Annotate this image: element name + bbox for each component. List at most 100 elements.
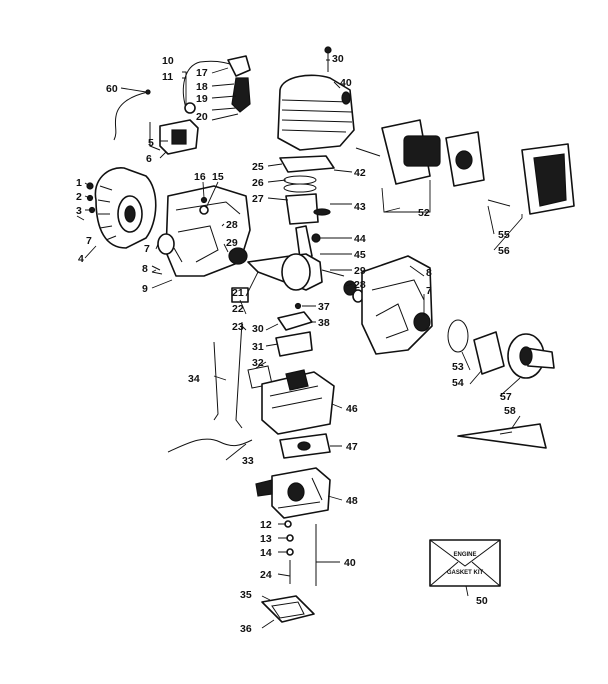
label-8-right: 8: [426, 267, 432, 279]
label-23: 23: [232, 321, 244, 333]
label-36: 36: [240, 623, 252, 635]
spark-plug-wire: [182, 60, 237, 109]
wire-end: [145, 89, 151, 95]
label-27: 27: [252, 193, 264, 205]
piston: [285, 193, 319, 225]
label-43: 43: [354, 201, 366, 213]
label-56: 56: [498, 245, 510, 257]
label-50: 50: [476, 595, 488, 607]
flywheel-fins: [97, 185, 117, 241]
label-26: 26: [252, 177, 264, 189]
label-32: 32: [252, 357, 264, 369]
carb-lever: [255, 479, 273, 497]
bearing-28: [343, 280, 357, 296]
label-29-left: 29: [226, 237, 238, 249]
gasket-kit-envelope: ENGINE GASKET KIT: [429, 539, 501, 587]
label-28-right: 28: [354, 279, 366, 291]
carb-detail: [277, 477, 323, 509]
fuel-line: [167, 438, 253, 453]
label-9-left: 9: [142, 283, 148, 295]
carb-bore: [287, 482, 305, 502]
label-29-right: 29: [354, 265, 366, 277]
drum-hub: [519, 346, 533, 366]
label-20: 20: [196, 111, 208, 123]
label-7-case: 7: [144, 243, 150, 255]
label-52: 52: [418, 207, 430, 219]
label-7-right: 7: [426, 285, 432, 297]
label-54: 54: [452, 377, 464, 389]
air-filter-plate: [261, 595, 315, 623]
label-16: 16: [194, 171, 206, 183]
label-33: 33: [242, 455, 254, 467]
label-60: 60: [106, 83, 118, 95]
label-21: 21: [232, 287, 244, 299]
screw-38: [324, 46, 332, 54]
envelope-flap: [429, 539, 501, 587]
muffler-stud: [355, 147, 511, 207]
air-filter-detail: [271, 601, 305, 619]
piston-ring: [283, 175, 317, 185]
spark-plug-boot: [227, 55, 251, 77]
tank-detail: [269, 385, 323, 409]
crankcase-right-detail: [371, 279, 425, 339]
piston-pin: [313, 208, 331, 216]
label-53: 53: [452, 361, 464, 373]
choke-rod: [213, 341, 219, 421]
label-31: 31: [252, 341, 264, 353]
bearing-44: [311, 233, 321, 243]
label-34: 34: [188, 373, 200, 385]
seal-left: [157, 233, 175, 255]
label-18: 18: [196, 81, 208, 93]
label-10: 10: [162, 55, 174, 67]
label-35: 35: [240, 589, 252, 601]
crank-journal: [321, 269, 345, 277]
crankcase-left-detail: [173, 201, 241, 263]
label-38: 30: [332, 53, 344, 65]
grease-tube-label: [499, 431, 513, 435]
cylinder-gasket: [279, 155, 335, 173]
part-22: [231, 287, 249, 303]
label-48: 48: [346, 495, 358, 507]
label-36-reed: 38: [318, 317, 330, 329]
reed-plate: [277, 311, 313, 331]
screw-37: [294, 302, 302, 310]
cylinder-port: [341, 91, 351, 105]
label-7-left: 7: [86, 235, 92, 247]
label-46: 46: [346, 403, 358, 415]
flywheel-bore: [124, 205, 136, 223]
label-3: 3: [76, 205, 82, 217]
screw-16: [200, 196, 208, 204]
bearing-right: [413, 312, 431, 332]
label-49: 40: [344, 557, 356, 569]
gasket-hole: [297, 441, 311, 451]
label-19: 19: [196, 93, 208, 105]
label-22: 22: [232, 303, 244, 315]
cylinder-fins: [281, 99, 353, 133]
leader-lines: [76, 59, 523, 629]
bolt-8: [151, 265, 163, 275]
label-45: 45: [354, 249, 366, 261]
label-14: 14: [260, 547, 272, 559]
label-13: 13: [260, 533, 272, 545]
label-8-left: 8: [142, 263, 148, 275]
gasket-kit-line-1: ENGINE: [453, 552, 476, 558]
label-2: 2: [76, 191, 82, 203]
bearing-left: [228, 247, 248, 265]
label-11: 11: [162, 71, 173, 83]
clutch-shoe: [473, 331, 505, 375]
label-40-top: 40: [340, 77, 352, 89]
reed-block: [275, 331, 313, 357]
label-12: 12: [260, 519, 272, 531]
boot-clip: [184, 102, 196, 114]
label-6: 6: [146, 153, 152, 165]
label-57: 57: [500, 391, 512, 403]
label-37: 37: [318, 301, 330, 313]
label-42: 42: [354, 167, 366, 179]
label-1: 1: [76, 177, 82, 189]
spark-plug: [231, 77, 251, 113]
muffler-cover-grille: [533, 153, 567, 207]
grease-tube: [457, 423, 547, 449]
throttle-rod: [235, 321, 243, 429]
wire-part: [113, 91, 149, 141]
